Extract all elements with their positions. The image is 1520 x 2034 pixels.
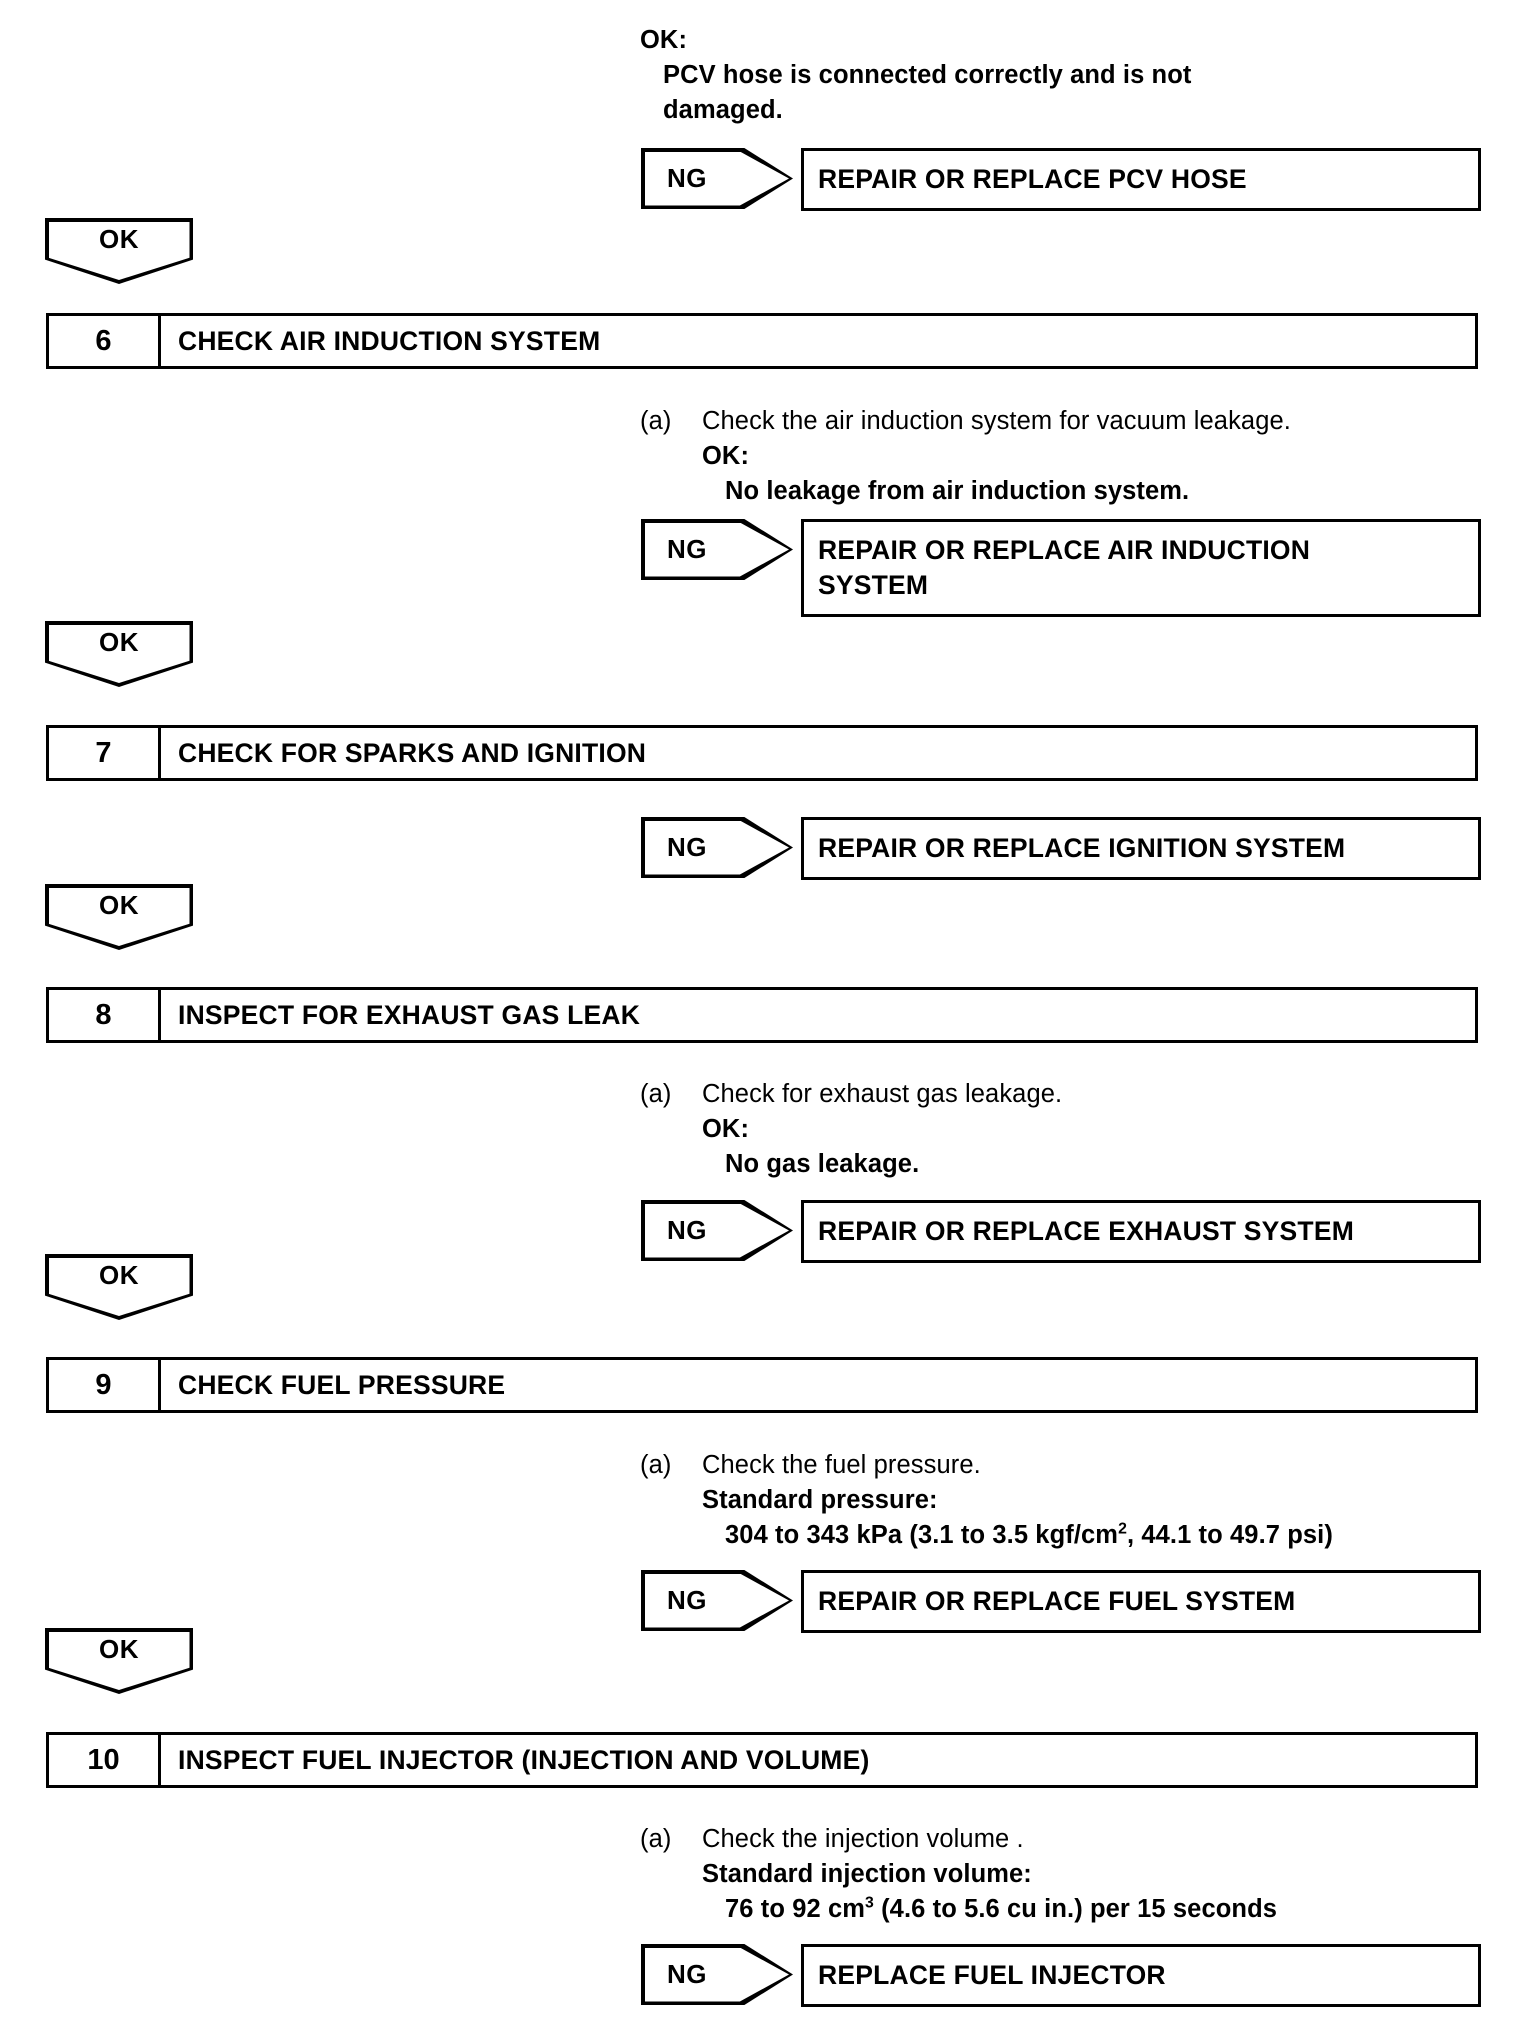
ng-result-line: REPAIR OR REPLACE AIR INDUCTION — [818, 535, 1311, 565]
step-10-item: (a) Check the injection volume . — [640, 1822, 1500, 1857]
step-header-9[interactable]: 9 CHECK FUEL PRESSURE — [46, 1357, 1478, 1413]
ok-label: OK — [99, 223, 139, 254]
step-10-detail-block: (a) Check the injection volume . Standard… — [640, 1822, 1500, 1927]
ng-label: NG — [667, 1959, 707, 1989]
step-6-ok-label: OK: — [702, 442, 750, 470]
step-8-item-marker: (a) — [640, 1080, 672, 1108]
ng-result-box-9[interactable]: REPAIR OR REPLACE FUEL SYSTEM — [801, 1570, 1481, 1633]
ng-result-box-6[interactable]: REPAIR OR REPLACE AIR INDUCTION SYSTEM — [801, 519, 1481, 617]
step-8-detail-block: (a) Check for exhaust gas leakage. OK: No… — [640, 1077, 1500, 1182]
ng-result-line: SYSTEM — [818, 570, 929, 600]
ng-result-line: REPAIR OR REPLACE FUEL SYSTEM — [818, 1586, 1296, 1616]
step-6-detail-block: (a) Check the air induction system for va… — [640, 404, 1500, 509]
ok-label: OK — [99, 1259, 139, 1290]
step-10-spec-label: Standard injection volume: — [702, 1860, 1032, 1888]
step-title-8: INSPECT FOR EXHAUST GAS LEAK — [178, 999, 641, 1030]
ok-connector-to-step-6[interactable]: OK — [45, 218, 193, 284]
step-9-spec-label: Standard pressure: — [702, 1486, 938, 1514]
step-6-item: (a) Check the air induction system for va… — [640, 404, 1500, 439]
top-condition-line-2: damaged. — [663, 96, 783, 124]
step-title-9: CHECK FUEL PRESSURE — [178, 1369, 506, 1400]
top-ok-condition-block: OK: PCV hose is connected correctly and … — [640, 23, 1500, 128]
step-6-condition: No leakage from air induction system. — [725, 477, 1190, 505]
ok-label: OK — [99, 889, 139, 920]
ng-result-line: REPAIR OR REPLACE EXHAUST SYSTEM — [818, 1216, 1354, 1246]
step-6-item-text: Check the air induction system for vacuu… — [702, 407, 1291, 435]
ng-result-box-top[interactable]: REPAIR OR REPLACE PCV HOSE — [801, 148, 1481, 211]
ng-arrow-tag[interactable]: NG — [641, 519, 793, 580]
ok-connector-to-step-9[interactable]: OK — [45, 1254, 193, 1320]
step-header-10[interactable]: 10 INSPECT FUEL INJECTOR (INJECTION AND … — [46, 1732, 1478, 1788]
step-number-10: 10 — [49, 1735, 161, 1785]
ng-arrow-tag[interactable]: NG — [641, 1200, 793, 1261]
step-10-item-text: Check the injection volume . — [702, 1825, 1024, 1853]
step-header-7[interactable]: 7 CHECK FOR SPARKS AND IGNITION — [46, 725, 1478, 781]
step-header-8[interactable]: 8 INSPECT FOR EXHAUST GAS LEAK — [46, 987, 1478, 1043]
ok-connector-to-step-8[interactable]: OK — [45, 884, 193, 950]
step-9-spec-value: 304 to 343 kPa (3.1 to 3.5 kgf/cm2, 44.1… — [640, 1518, 1500, 1553]
step-9-item-text: Check the fuel pressure. — [702, 1451, 981, 1479]
step-10-spec-value-post: (4.6 to 5.6 cu in.) per 15 seconds — [873, 1895, 1278, 1923]
step-title-6: CHECK AIR INDUCTION SYSTEM — [178, 325, 601, 356]
step-10-item-marker: (a) — [640, 1825, 672, 1853]
step-9-item-marker: (a) — [640, 1451, 672, 1479]
step-10-spec-superscript: 3 — [865, 1894, 874, 1912]
ok-label: OK — [99, 626, 139, 657]
ng-label: NG — [667, 1585, 707, 1615]
ng-arrow-tag[interactable]: NG — [641, 817, 793, 878]
top-ok-label: OK: — [640, 26, 688, 54]
step-8-ok-label: OK: — [702, 1115, 750, 1143]
ng-arrow-tag[interactable]: NG — [641, 1570, 793, 1631]
ng-result-box-7[interactable]: REPAIR OR REPLACE IGNITION SYSTEM — [801, 817, 1481, 880]
ng-label: NG — [667, 534, 707, 564]
ng-result-line: REPAIR OR REPLACE IGNITION SYSTEM — [818, 833, 1346, 863]
step-number-6: 6 — [49, 316, 161, 366]
step-8-item: (a) Check for exhaust gas leakage. — [640, 1077, 1500, 1112]
step-6-item-marker: (a) — [640, 407, 672, 435]
step-9-spec-value-pre: 304 to 343 kPa (3.1 to 3.5 kgf/cm — [725, 1521, 1119, 1549]
ng-result-box-8[interactable]: REPAIR OR REPLACE EXHAUST SYSTEM — [801, 1200, 1481, 1263]
ok-label: OK — [99, 1633, 139, 1664]
ng-result-box-10[interactable]: REPLACE FUEL INJECTOR — [801, 1944, 1481, 2007]
step-number-7: 7 — [49, 728, 161, 778]
step-10-spec-value: 76 to 92 cm3 (4.6 to 5.6 cu in.) per 15 … — [640, 1892, 1500, 1927]
ng-arrow-tag[interactable]: NG — [641, 1944, 793, 2005]
ok-connector-to-step-10[interactable]: OK — [45, 1628, 193, 1694]
step-10-spec-value-pre: 76 to 92 cm — [725, 1895, 866, 1923]
step-header-6[interactable]: 6 CHECK AIR INDUCTION SYSTEM — [46, 313, 1478, 369]
ng-result-line: REPLACE FUEL INJECTOR — [818, 1960, 1166, 1990]
step-title-7: CHECK FOR SPARKS AND IGNITION — [178, 737, 647, 768]
ng-arrow-tag[interactable]: NG — [641, 148, 793, 209]
step-9-item: (a) Check the fuel pressure. — [640, 1448, 1500, 1483]
step-number-8: 8 — [49, 990, 161, 1040]
step-8-condition: No gas leakage. — [725, 1150, 920, 1178]
ng-label: NG — [667, 163, 707, 193]
ng-label: NG — [667, 832, 707, 862]
step-9-spec-value-post: , 44.1 to 49.7 psi) — [1126, 1521, 1333, 1549]
step-9-detail-block: (a) Check the fuel pressure. Standard pre… — [640, 1448, 1500, 1553]
ng-result-line: REPAIR OR REPLACE PCV HOSE — [818, 164, 1247, 194]
step-8-item-text: Check for exhaust gas leakage. — [702, 1080, 1063, 1108]
ok-connector-to-step-7[interactable]: OK — [45, 621, 193, 687]
ng-label: NG — [667, 1215, 707, 1245]
step-9-spec-superscript: 2 — [1118, 1520, 1127, 1538]
step-title-10: INSPECT FUEL INJECTOR (INJECTION AND VOL… — [178, 1744, 870, 1775]
top-condition-line-1: PCV hose is connected correctly and is n… — [663, 61, 1192, 89]
step-number-9: 9 — [49, 1360, 161, 1410]
